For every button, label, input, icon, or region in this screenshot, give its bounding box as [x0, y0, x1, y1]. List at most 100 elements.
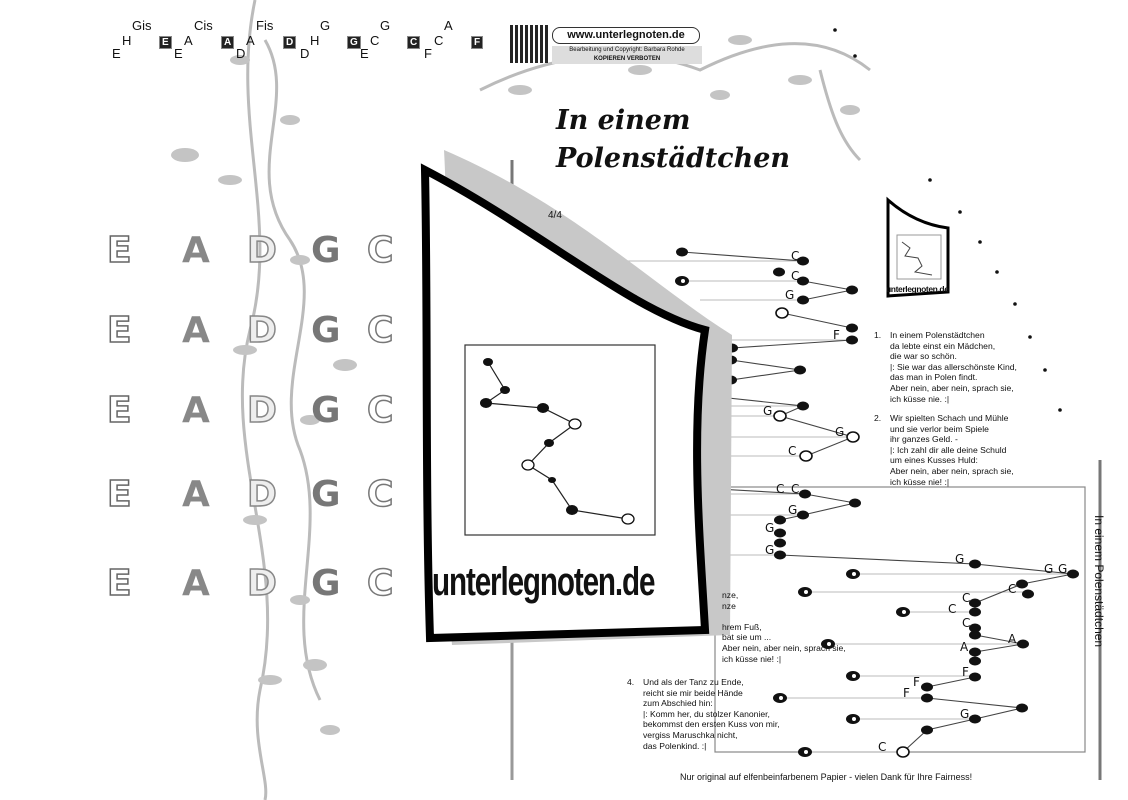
whole-note-dot [804, 590, 808, 594]
note-label: G [785, 288, 795, 302]
note [1067, 569, 1079, 579]
string-letter: D [246, 473, 277, 516]
string-letter: D [246, 562, 277, 605]
note-label: C [791, 482, 800, 496]
string-letter: E [106, 562, 132, 605]
note [969, 623, 981, 633]
note [797, 276, 809, 286]
note [969, 607, 981, 617]
melody-line [731, 339, 853, 349]
string-letter: E [106, 229, 132, 272]
string-letter: A [182, 310, 210, 351]
verse-3-partial: nze, nze hrem Fuß, bat sie um ... Aber n… [722, 590, 846, 664]
half-note [773, 410, 787, 422]
key-note-mid: A [184, 33, 193, 48]
note [969, 559, 981, 569]
note [921, 682, 933, 692]
string-letter: A [182, 474, 210, 515]
logo-text: unterlegnoten.de [432, 560, 655, 604]
note-label: G [1044, 562, 1054, 576]
note-label: F [833, 328, 840, 342]
half-note [799, 450, 813, 462]
note [797, 510, 809, 520]
note-label: C [788, 444, 797, 458]
note [849, 498, 861, 508]
note [921, 725, 933, 735]
verse-1: 1.In einem Polenstädtchen da lebte einst… [874, 330, 1017, 404]
copy-notice: KOPIEREN VERBOTEN [593, 56, 661, 62]
note-label: A [960, 640, 969, 654]
whole-note-dot [681, 279, 685, 283]
note [797, 295, 809, 305]
note-label: F [962, 665, 969, 679]
footer-note: Nur original auf elfenbeinfarbenem Papie… [680, 772, 973, 782]
note [774, 550, 786, 560]
note-label: A [1008, 632, 1017, 646]
melody-line [926, 676, 976, 688]
verse-text: nze, nze hrem Fuß, bat sie um ... Aber n… [722, 590, 846, 664]
string-letter: D [246, 309, 277, 352]
note-label: G [765, 543, 775, 557]
title-line-2: Polenstädtchen [556, 143, 791, 174]
whole-note-dot [902, 610, 906, 614]
key-note-high: Cis [194, 18, 213, 33]
key-note-low: D [300, 46, 310, 61]
time-signature: 4/4 [548, 210, 562, 221]
key-note-high: Gis [132, 18, 152, 33]
note [799, 489, 811, 499]
note [1022, 589, 1034, 599]
verse-text: Wir spielten Schach und Mühle und sie ve… [890, 413, 1014, 487]
key-box: E [159, 36, 172, 49]
note-label: G [835, 425, 845, 439]
note-label: G [763, 404, 773, 418]
note-label: C [962, 616, 971, 630]
key-note-mid: H [310, 33, 320, 48]
string-letter: A [182, 390, 210, 431]
note-label: F [903, 686, 910, 700]
note-label: G [788, 503, 798, 517]
note [969, 672, 981, 682]
string-letter: G [311, 474, 341, 515]
string-letter: G [311, 310, 341, 351]
key-note-mid: C [370, 33, 380, 48]
note-label: C [878, 740, 887, 754]
key-note-high: Fis [256, 18, 274, 33]
note-label: C [962, 591, 971, 605]
melody-line [681, 251, 804, 262]
qr-code [510, 25, 548, 63]
note [846, 323, 858, 333]
string-letter: G [311, 230, 341, 271]
string-letter: E [106, 389, 132, 432]
key-note-low: F [424, 46, 432, 61]
verse-4: 4.Und als der Tanz zu Ende, reicht sie m… [627, 677, 780, 751]
string-letter: A [182, 563, 210, 604]
string-letter: C [366, 473, 394, 516]
note [969, 598, 981, 608]
key-note-mid: A [246, 33, 255, 48]
side-title: In einem Polenstädtchen [1092, 515, 1106, 648]
string-letter: D [246, 389, 277, 432]
note [969, 647, 981, 657]
whole-note-dot [804, 750, 808, 754]
whole-note-dot [827, 642, 831, 646]
note [846, 335, 858, 345]
whole-note-dot [779, 696, 783, 700]
verse-number: 4. [627, 677, 635, 687]
note-label: C [948, 602, 957, 616]
string-letter: A [182, 230, 210, 271]
note-label: G [955, 552, 965, 566]
whole-note-dot [852, 717, 856, 721]
verse-2: 2.Wir spielten Schach und Mühle und sie … [874, 413, 1014, 487]
note [921, 693, 933, 703]
melody-line [781, 312, 853, 329]
key-note-low: D [236, 46, 246, 61]
string-letter: E [106, 309, 132, 352]
key-box: A [221, 36, 235, 49]
string-letter: C [366, 309, 394, 352]
half-note [896, 746, 910, 758]
note [676, 247, 688, 257]
